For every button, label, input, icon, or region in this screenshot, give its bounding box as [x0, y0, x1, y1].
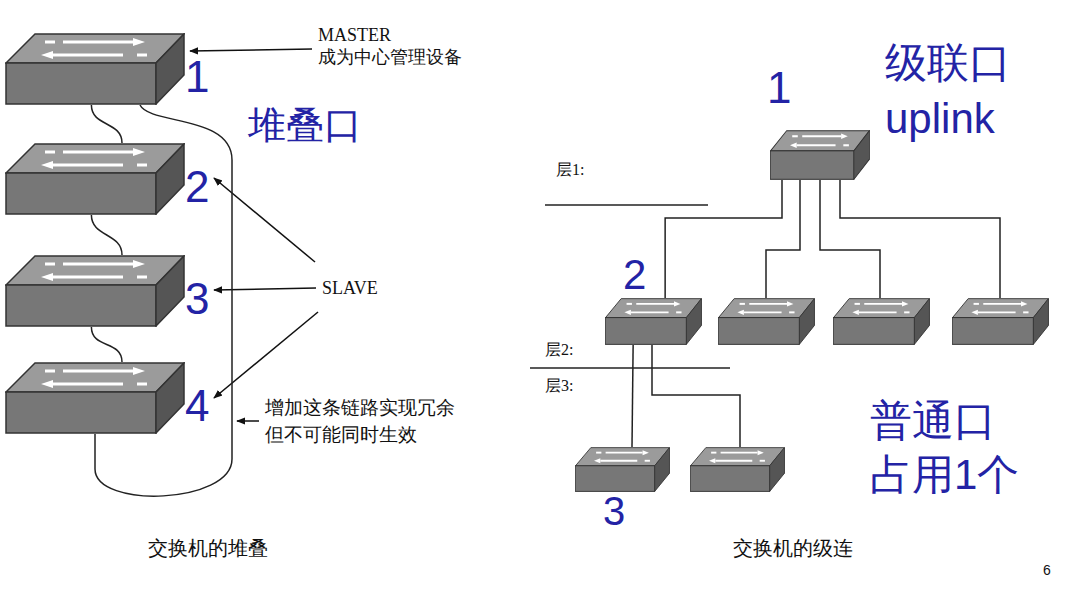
- layer-lines: [530, 205, 730, 368]
- switch-icon: [5, 33, 185, 105]
- callout-text: SLAVE: [322, 279, 378, 299]
- caption-text: 交换机的堆叠: [148, 537, 268, 559]
- annotation: 普通口: [870, 398, 996, 444]
- layer-label: 层2:: [545, 341, 573, 359]
- callout-number: 2: [623, 254, 646, 296]
- switch-node: 2: [605, 298, 702, 345]
- switch-icon: [691, 448, 785, 492]
- callout-text: 成为中心管理设备: [318, 48, 462, 68]
- switch-node: 1: [770, 130, 870, 180]
- callout-number: 4: [185, 384, 209, 428]
- switch-icon: [5, 255, 185, 327]
- layer-label: 层1:: [556, 161, 584, 179]
- caption-text: 交换机的级连: [733, 537, 853, 559]
- switch-node: 4: [5, 362, 185, 434]
- callout-number: 1: [767, 66, 791, 110]
- switch-icon: [605, 298, 702, 345]
- switch-icon: [5, 362, 185, 434]
- annotation: 堆叠口: [248, 105, 362, 147]
- switch-node: 3: [575, 447, 670, 492]
- layer-label: 层3:: [545, 377, 573, 395]
- callout-number: 2: [185, 165, 209, 209]
- switch-icon: [5, 143, 185, 215]
- annotation: uplink: [885, 96, 995, 142]
- switch-icon: [719, 299, 815, 345]
- note-text: 但不可能同时生效: [265, 425, 417, 446]
- switch-icon: [575, 447, 670, 492]
- page-number: 6: [1043, 563, 1051, 578]
- cascade-wires: [652, 180, 1000, 447]
- switch-node: 2: [5, 143, 185, 215]
- stack-cable: [91, 105, 122, 143]
- annotation: 级联口: [885, 40, 1011, 86]
- switch-icon: [770, 130, 870, 180]
- switch-icon: [953, 299, 1049, 345]
- stack-cable: [91, 215, 122, 255]
- callout-number: 1: [185, 55, 209, 99]
- switch-node: 1: [5, 33, 185, 105]
- annotation: 占用1个: [870, 452, 1019, 498]
- note-text: 增加这条链路实现冗余: [265, 398, 455, 419]
- cascade-cable: [665, 180, 782, 298]
- callout-number: 3: [603, 491, 625, 531]
- cascade-cable: [632, 345, 633, 447]
- stack-cable: [91, 327, 122, 362]
- switch-node: 3: [5, 255, 185, 327]
- callout-text: MASTER: [318, 26, 391, 46]
- callout-number: 3: [185, 277, 209, 321]
- switch-icon: [834, 299, 930, 345]
